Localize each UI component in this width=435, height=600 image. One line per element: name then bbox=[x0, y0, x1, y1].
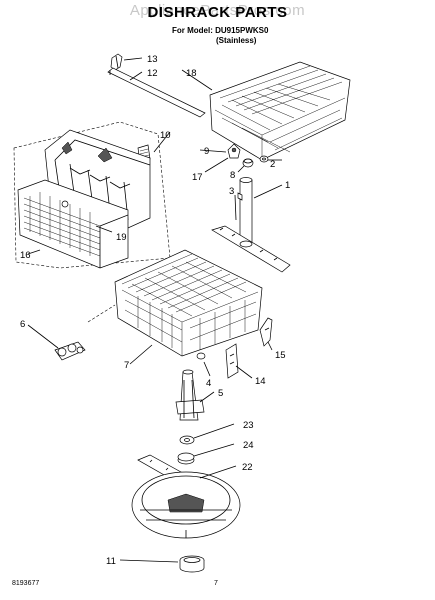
callout-19: 19 bbox=[116, 232, 127, 243]
callout-10: 10 bbox=[160, 130, 171, 141]
finish-line: (Stainless) bbox=[216, 36, 257, 45]
callout-8: 8 bbox=[230, 170, 235, 181]
part-5-spray-tower bbox=[175, 369, 205, 421]
callout-1: 1 bbox=[285, 180, 290, 191]
page-number: 7 bbox=[214, 580, 218, 587]
part-24-ring bbox=[177, 452, 195, 465]
callout-3: 3 bbox=[229, 186, 234, 197]
part-13-clip bbox=[110, 53, 123, 71]
callout-24: 24 bbox=[243, 440, 254, 451]
diagram-title: DISHRACK PARTS bbox=[147, 4, 288, 21]
callout-23: 23 bbox=[243, 420, 254, 431]
part-14-bracket bbox=[225, 343, 239, 379]
part-4-nut bbox=[196, 352, 206, 360]
callout-6: 6 bbox=[20, 319, 25, 330]
callout-13: 13 bbox=[147, 54, 158, 65]
filter-plate bbox=[131, 471, 241, 539]
callout-5: 5 bbox=[218, 388, 223, 399]
leader-lines bbox=[27, 57, 283, 563]
part-11-grommet bbox=[179, 555, 205, 573]
part-8-nut bbox=[242, 158, 254, 168]
callout-labels: 13 12 18 10 9 17 8 2 1 3 19 16 6 7 4 14 … bbox=[20, 54, 290, 567]
part-19-basket-lid bbox=[17, 179, 129, 269]
document-number: 8193677 bbox=[12, 580, 40, 587]
watermark: AppliancePartsPros.com bbox=[129, 2, 306, 19]
callout-7: 7 bbox=[124, 360, 129, 371]
callout-2: 2 bbox=[270, 159, 275, 170]
part-2-washer bbox=[259, 155, 269, 163]
callout-17: 17 bbox=[192, 172, 203, 183]
part-7-lower-rack bbox=[114, 249, 263, 357]
callout-22: 22 bbox=[242, 462, 253, 473]
callout-15: 15 bbox=[275, 350, 286, 361]
callout-4: 4 bbox=[206, 378, 211, 389]
callout-16: 16 bbox=[20, 250, 31, 261]
part-18-upper-rack bbox=[209, 61, 351, 161]
part-3-upper-spray-arm bbox=[211, 225, 291, 273]
part-12-rail bbox=[107, 67, 206, 118]
part-23-washer bbox=[179, 435, 195, 445]
callout-18: 18 bbox=[186, 68, 197, 79]
callout-11: 11 bbox=[106, 556, 116, 567]
callout-9: 9 bbox=[204, 146, 209, 157]
callout-12: 12 bbox=[147, 68, 158, 79]
part-6-roller bbox=[54, 341, 86, 361]
callout-14: 14 bbox=[255, 376, 266, 387]
model-line: For Model: DU915PWKS0 bbox=[172, 26, 269, 35]
part-17-clip bbox=[227, 143, 241, 159]
part-15-bracket bbox=[259, 317, 273, 347]
